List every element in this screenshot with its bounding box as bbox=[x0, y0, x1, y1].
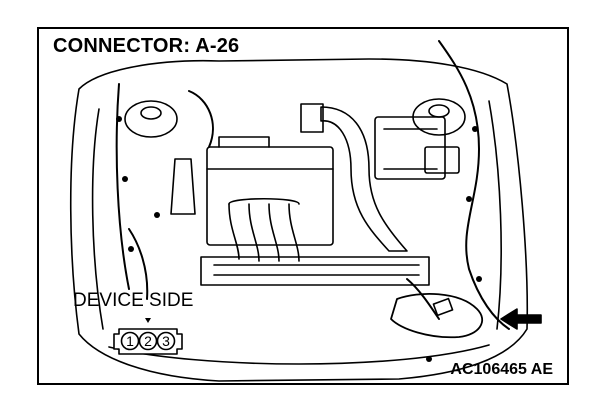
wiring-harness bbox=[115, 40, 510, 330]
engine-block bbox=[206, 146, 334, 246]
pointer-arrow bbox=[500, 308, 542, 330]
pin1-indicator-icon bbox=[145, 318, 151, 323]
intake-hose bbox=[320, 106, 408, 252]
left-strut-tower bbox=[124, 100, 178, 138]
diagram-frame: 1 2 3 CONNECTOR: A-26 DEVICE SIDE AC1064… bbox=[37, 27, 569, 385]
right-fender bbox=[488, 100, 502, 330]
relay-box bbox=[424, 146, 460, 174]
target-connector bbox=[432, 297, 454, 317]
body-outline bbox=[69, 58, 529, 382]
radiator bbox=[200, 256, 430, 286]
device-side-label: DEVICE SIDE bbox=[73, 290, 194, 311]
intake-runners bbox=[228, 203, 300, 262]
target-connector-area bbox=[390, 292, 483, 339]
air-box bbox=[374, 116, 446, 180]
connector-face-symbol bbox=[113, 318, 183, 355]
reservoir bbox=[170, 158, 196, 215]
connector-title: CONNECTOR: A-26 bbox=[53, 35, 240, 57]
engine-bay-illustration bbox=[69, 40, 542, 382]
harness-clips bbox=[116, 116, 482, 362]
left-fender bbox=[91, 108, 104, 330]
figure-code: AC106465 AE bbox=[450, 361, 553, 378]
